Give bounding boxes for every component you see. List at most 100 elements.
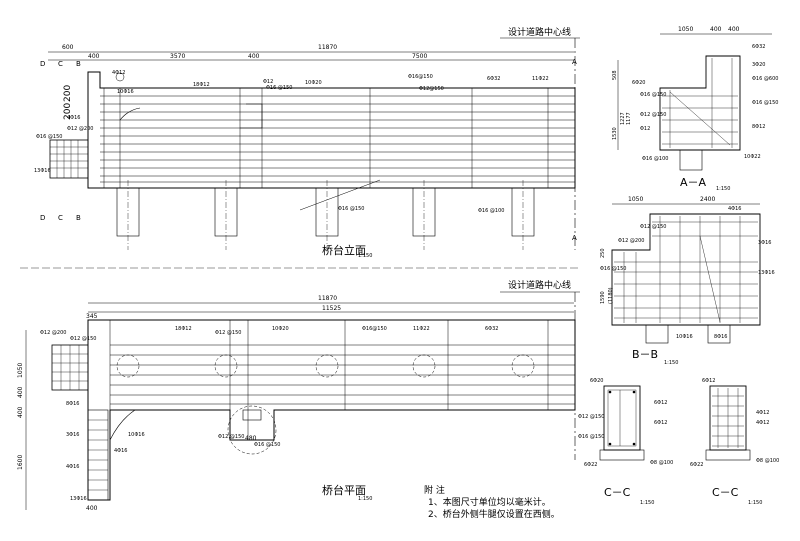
elevation-scale: 1:150 [358,253,372,259]
callout-label: Φ16 @150 [36,134,62,140]
callout-label: Φ12 @200 [67,126,93,132]
plan-title: 桥台平面 [322,483,366,497]
bb-dim-1050: 1050 [628,196,643,203]
callout-label: 8Φ12 [752,124,765,130]
callout-label: Φ12 @150 [640,224,666,230]
callout-label: 18Φ12 [175,326,192,332]
callout-label: Φ16 @100 [478,208,504,214]
callout-label: 6Φ20 [632,80,645,86]
dim-3570: 3570 [170,53,185,60]
plan-dim-11870: 11870 [318,295,337,302]
callout-label: 10Φ20 [305,80,322,86]
callout-label: 4Φ16 [67,115,80,121]
callout-label: Φ12 @150 [640,112,666,118]
bb-dim-1590: 1590 [600,291,606,304]
dim-600: 600 [62,44,74,51]
elevation-view: 设计道路中心线 600 400 3570 400 11870 7500 D C … [20,26,580,269]
plan-dim-400-b: 400 [17,406,24,418]
aa-dim-400-a: 400 [710,26,722,33]
callout-label: 11Φ22 [413,326,430,332]
aa-callouts: 6Φ32 3Φ20 Φ16 @600 6Φ20 Φ16 @150 Φ16 @15… [632,44,778,162]
cc1-callouts: 6Φ20 6Φ12 Φ12 @150 6Φ12 Φ16 @150 6Φ22 Φ8… [578,378,673,468]
callout-label: Φ12 @200 [40,330,66,336]
callout-label: 8Φ16 [66,401,79,407]
notes: 附 注 1、本图尺寸单位均以毫米计。 2、桥台外侧牛腿仅设置在西侧。 [424,484,560,520]
plan-view: 设计道路中心线 11870 11525 345 [17,279,580,512]
mark-d-bot: D [40,214,45,222]
callout-label: 10Φ20 [272,326,289,332]
aa-scale: 1:150 [716,186,730,192]
callout-label: Φ16@150 [408,74,433,80]
dim-200-b: 200 [63,103,73,120]
plan-dim-400-c: 400 [86,505,98,512]
cc1-title: C－C [604,486,631,499]
callout-label: 13Φ16 [70,496,87,502]
callout-label: Φ12 @150 [578,414,604,420]
callout-label: Φ16 @150 [600,266,626,272]
callout-label: Φ16 @150 [640,92,666,98]
callout-label: 3Φ20 [752,62,765,68]
callout-label: Φ12 @150 [70,336,96,342]
callout-label: 6Φ12 [702,378,715,384]
cc2-scale: 1:150 [748,500,762,506]
callout-label: Φ8 @100 [756,458,779,464]
bb-dim-1180: (1180) [608,287,614,304]
callout-label: 6Φ22 [690,462,703,468]
bb-title: B－B [632,348,658,361]
plan-dim-1050: 1050 [17,363,24,378]
notes-heading: 附 注 [424,484,445,496]
note-2: 2、桥台外侧牛腿仅设置在西侧。 [428,508,560,520]
callout-label: 10Φ16 [676,334,693,340]
callout-label: 6Φ32 [752,44,765,50]
aa-title: A－A [680,176,707,189]
dim-11870: 11870 [318,44,337,51]
callout-label: Φ12@150 [419,86,444,92]
cc2-title: C－C [712,486,739,499]
callout-label: 4Φ16 [114,448,127,454]
callout-label: Φ12 @150 [215,330,241,336]
callout-label: 4Φ12 [756,410,769,416]
callout-label: 4Φ12 [112,70,125,76]
callout-label: Φ16 @600 [752,76,778,82]
callout-label: Φ8 @100 [650,460,673,466]
bb-dim-2400: 2400 [700,196,715,203]
cc1-scale: 1:150 [640,500,654,506]
aa-dim-1530: 1530 [612,127,618,140]
section-aa: 1050 400 400 508 1530 1227 1177 6Φ32 3Φ2… [612,26,778,192]
cc2-callouts: 6Φ12 4Φ12 4Φ12 6Φ22 Φ8 @100 [690,378,779,468]
section-cc-1: 6Φ20 6Φ12 Φ12 @150 6Φ12 Φ16 @150 6Φ22 Φ8… [578,378,673,506]
aa-dim-1227: 1227 [620,112,626,125]
bb-dim-250: 250 [600,248,606,258]
section-cc-2: 6Φ12 4Φ12 4Φ12 6Φ22 Φ8 @100 C－C 1:150 [690,378,779,506]
callout-label: 13Φ16 [758,270,775,276]
aa-dim-400-b: 400 [728,26,740,33]
callout-label: 6Φ22 [584,462,597,468]
road-center-label-1: 设计道路中心线 [508,26,571,38]
callout-label: 3Φ16 [758,240,771,246]
callout-label: Φ16 @150 [578,434,604,440]
plan-dim-400-a: 400 [17,386,24,398]
mark-b-top: B [76,60,81,68]
plan-dim-1600: 1600 [17,455,24,470]
dim-7500: 7500 [412,53,427,60]
mark-b-bot: B [76,214,81,222]
callout-label: 6Φ32 [485,326,498,332]
callout-label: 4Φ16 [728,206,741,212]
callout-label: 4Φ12 [756,420,769,426]
callout-label: Φ16 @150 [338,206,364,212]
callout-label: 11Φ22 [532,76,549,82]
dim-400-b: 400 [248,53,260,60]
aa-dim-1050: 1050 [678,26,693,33]
mark-c-top: C [58,60,63,68]
plan-scale: 1:150 [358,496,372,502]
callout-label: 10Φ16 [128,432,145,438]
callout-label: Φ16 @100 [642,156,668,162]
plan-dim-11525: 11525 [322,305,341,312]
bb-callouts: 4Φ16 Φ12 @200 Φ12 @150 3Φ16 Φ16 @150 13Φ… [600,206,775,340]
callout-label: 3Φ16 [66,432,79,438]
plan-callouts: Φ12 @200 Φ12 @150 18Φ12 Φ12 @150 10Φ20 Φ… [40,326,498,502]
mark-a-bot: A [572,234,577,242]
callout-label: 18Φ12 [193,82,210,88]
callout-label: 6Φ32 [487,76,500,82]
